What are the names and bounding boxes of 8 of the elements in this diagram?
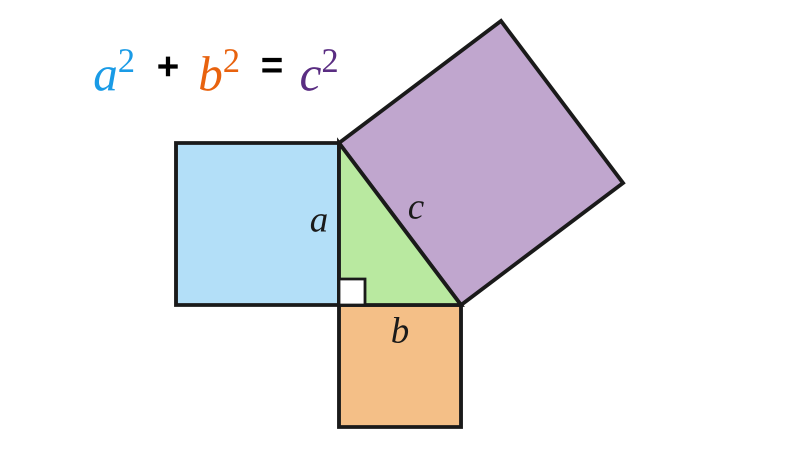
plus-sign: +	[158, 56, 178, 76]
side-label: a	[310, 214, 327, 232]
side-label: c	[408, 201, 424, 219]
formula-term: b$^{2}$	[200, 49, 238, 91]
equals-sign: =	[262, 58, 282, 73]
side-label: b	[392, 317, 408, 343]
formula-term: a$^{2}$	[94, 49, 134, 91]
formula-term: c$^{2}$	[301, 49, 337, 91]
